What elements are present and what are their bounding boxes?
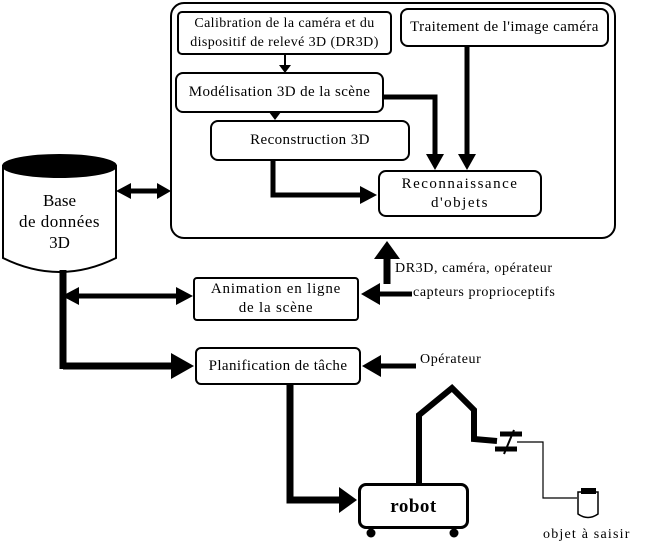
node-robot-label: robot bbox=[390, 495, 437, 517]
node-calibration: Calibration de la caméra et du dispositi… bbox=[177, 11, 392, 55]
node-reconnaissance-line1: Reconnaissance bbox=[401, 175, 519, 192]
arrow-capteurs-to-animation bbox=[361, 283, 412, 305]
annotation-operateur: Opérateur bbox=[420, 352, 482, 367]
node-calibration-line1: Calibration de la caméra et du bbox=[194, 16, 375, 31]
node-traitement: Traitement de l'image caméra bbox=[400, 8, 609, 47]
arrow-operateur-to-planification bbox=[362, 355, 416, 377]
node-reconstruction-label: Reconstruction 3D bbox=[250, 132, 370, 148]
robot-arm-icon bbox=[416, 383, 498, 486]
node-planification-label: Planification de tâche bbox=[208, 357, 348, 374]
database-label-line3: 3D bbox=[49, 233, 70, 252]
node-calibration-line2: dispositif de relevé 3D (DR3D) bbox=[190, 35, 379, 50]
arrow-database-pipeline bbox=[116, 183, 171, 199]
node-modelisation: Modélisation 3D de la scène bbox=[175, 72, 384, 113]
annotation-dr3d-camera-operateur: DR3D, caméra, opérateur bbox=[395, 261, 553, 276]
node-animation-line2: de la scène bbox=[238, 300, 314, 316]
object-cylinder-icon bbox=[577, 488, 599, 519]
database-label-line2: de données bbox=[18, 212, 100, 231]
robot-gripper-icon bbox=[495, 429, 522, 455]
arrow-database-animation bbox=[62, 287, 193, 305]
database-label: Base de données 3D bbox=[2, 190, 117, 253]
robot-wheels-icon bbox=[366, 528, 459, 538]
node-robot: robot bbox=[358, 483, 469, 529]
arrow-planification-to-robot bbox=[286, 384, 357, 513]
node-reconnaissance: Reconnaissance d'objets bbox=[378, 170, 542, 217]
node-animation-line1: Animation en ligne bbox=[210, 281, 342, 297]
gripper-to-object-line bbox=[517, 441, 577, 499]
node-modelisation-label: Modélisation 3D de la scène bbox=[188, 84, 371, 100]
annotation-objet-a-saisir: objet à saisir bbox=[543, 527, 631, 542]
database-label-line1: Base bbox=[42, 191, 77, 210]
node-planification: Planification de tâche bbox=[195, 347, 361, 385]
annotation-capteurs-proprioceptifs: capteurs proprioceptifs bbox=[413, 285, 556, 300]
node-reconstruction: Reconstruction 3D bbox=[210, 120, 410, 161]
pipeline-container bbox=[170, 2, 616, 239]
node-animation: Animation en ligne de la scène bbox=[193, 277, 359, 321]
node-traitement-label: Traitement de l'image caméra bbox=[410, 19, 599, 35]
arrow-database-to-planification bbox=[63, 353, 194, 379]
node-reconnaissance-line2: d'objets bbox=[430, 194, 490, 211]
